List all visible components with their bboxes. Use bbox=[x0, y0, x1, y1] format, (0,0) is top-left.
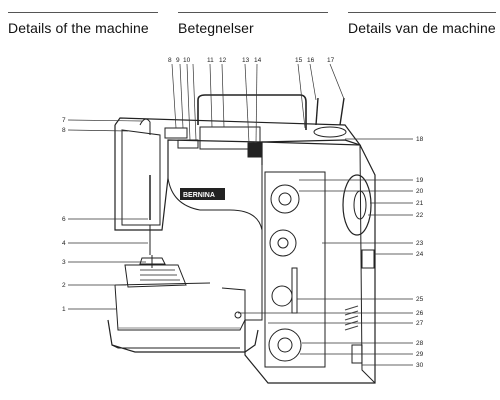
callout-number-callouts_top: 8 bbox=[168, 57, 172, 64]
callout-number-callouts_top: 10 bbox=[183, 57, 191, 64]
free-arm-hole bbox=[234, 311, 242, 319]
stitch-selector-panel bbox=[199, 126, 261, 150]
feed-dog-marks bbox=[140, 269, 180, 281]
spool-pin bbox=[339, 97, 345, 126]
ventilation-slots bbox=[344, 305, 359, 331]
callout-number-callouts_right: 25 bbox=[416, 296, 424, 303]
callout-number-callouts_right: 30 bbox=[416, 362, 424, 369]
machine-arm bbox=[114, 117, 362, 178]
callout-number-callouts_left: 4 bbox=[62, 240, 66, 247]
callout-number-callouts_right: 28 bbox=[416, 340, 424, 347]
needle-position-slot bbox=[291, 267, 298, 314]
free-arm bbox=[114, 284, 246, 331]
callout-number-callouts_left: 2 bbox=[62, 282, 66, 289]
callout-number-callouts_right: 19 bbox=[416, 177, 424, 184]
stitch-width-knob-inner bbox=[278, 192, 292, 206]
callout-number-callouts_right: 23 bbox=[416, 240, 424, 247]
heading-english: Details of the machine bbox=[8, 20, 149, 36]
callout-number-callouts_right: 22 bbox=[416, 212, 424, 219]
machine-head bbox=[114, 125, 169, 231]
tension-dial-panel bbox=[164, 127, 188, 139]
callout-number-callouts_right: 29 bbox=[416, 351, 424, 358]
head-front-panel bbox=[121, 129, 161, 226]
buttonhole-knob bbox=[271, 285, 293, 307]
callout-number-callouts_right: 27 bbox=[416, 320, 424, 327]
handwheel bbox=[342, 174, 372, 236]
machine-body bbox=[244, 139, 376, 384]
stitch-plate bbox=[124, 264, 187, 288]
callout-number-callouts_right: 18 bbox=[416, 136, 424, 143]
callout-number-callouts_right: 26 bbox=[416, 310, 424, 317]
display-window bbox=[177, 139, 199, 149]
sewing-machine-diagram: BERNINA bbox=[62, 57, 424, 384]
body-right-edge bbox=[359, 144, 376, 384]
heading-norwegian: Betegnelser bbox=[178, 20, 254, 36]
control-panel bbox=[264, 171, 326, 368]
thread-guide-top bbox=[139, 118, 151, 135]
pattern-knob-inner bbox=[277, 337, 293, 353]
bobbin-winder bbox=[313, 126, 347, 138]
callout-number-callouts_top: 13 bbox=[242, 57, 250, 64]
pattern-knob bbox=[268, 328, 302, 362]
power-switch bbox=[361, 249, 375, 269]
callout-number-callouts_right: 20 bbox=[416, 188, 424, 195]
heading-dutch: Details van de machine bbox=[348, 20, 496, 36]
thread-tension-knob bbox=[247, 142, 263, 158]
callout-number-callouts_top: 9 bbox=[176, 57, 180, 64]
callout-number-callouts_top: 12 bbox=[219, 57, 227, 64]
callout-number-callouts_top: 17 bbox=[327, 57, 335, 64]
callout-number-callouts_left: 7 bbox=[62, 117, 66, 124]
arm-underside bbox=[167, 177, 263, 231]
callout-number-callouts_top: 16 bbox=[307, 57, 315, 64]
body-front-edge bbox=[245, 165, 263, 321]
brand-label: BERNINA bbox=[183, 192, 215, 199]
callout-number-callouts_left: 6 bbox=[62, 216, 66, 223]
callout-number-callouts_top: 11 bbox=[207, 57, 214, 64]
heading-rule bbox=[348, 12, 496, 13]
spool-pin bbox=[315, 97, 319, 126]
stitch-width-knob bbox=[270, 184, 300, 214]
brand-plate bbox=[180, 188, 225, 200]
heading-rule bbox=[178, 12, 328, 13]
callout-number-callouts_left: 8 bbox=[62, 127, 66, 134]
callout-number-callouts_left: 3 bbox=[62, 259, 66, 266]
carrying-handle bbox=[197, 94, 307, 130]
heading-rule bbox=[8, 12, 158, 13]
base-edge bbox=[111, 344, 240, 349]
callout-number-callouts_top: 14 bbox=[254, 57, 262, 64]
free-arm-top bbox=[114, 282, 211, 286]
callout-number-callouts_right: 21 bbox=[416, 200, 424, 207]
leader-lines bbox=[67, 63, 413, 366]
callout-number-callouts_right: 24 bbox=[416, 251, 424, 258]
stitch-length-knob-inner bbox=[277, 237, 289, 249]
callout-number-callouts_left: 1 bbox=[62, 306, 66, 313]
machine-base bbox=[107, 319, 259, 353]
callout-number-callouts_top: 15 bbox=[295, 57, 303, 64]
stitch-length-knob bbox=[269, 229, 297, 257]
